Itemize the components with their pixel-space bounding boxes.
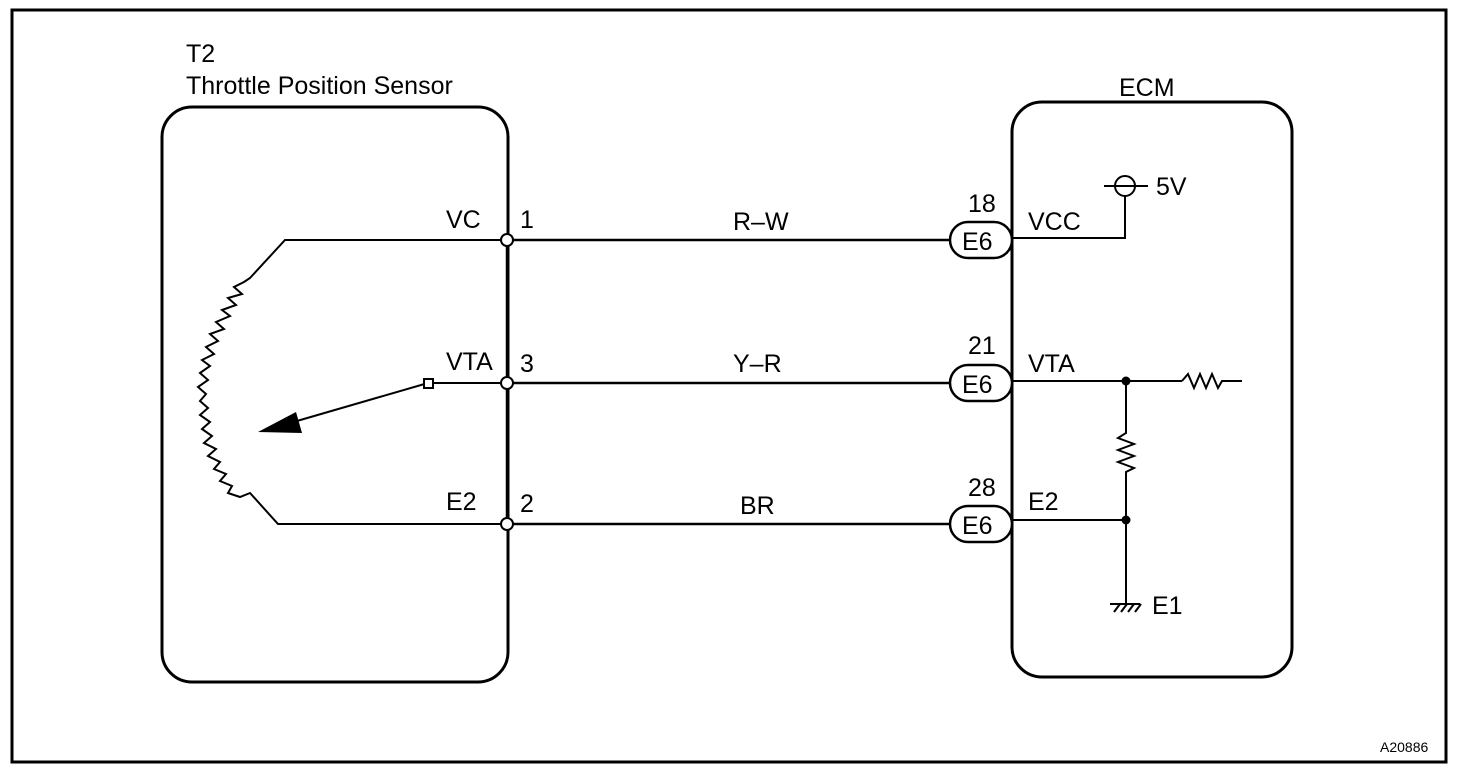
sensor-name: Throttle Position Sensor xyxy=(186,72,453,100)
ground-icon xyxy=(1110,603,1142,613)
connector-e6-e2: E6 xyxy=(948,504,1014,544)
ecm-body xyxy=(1010,100,1294,679)
connector-e6-vcc: E6 xyxy=(948,220,1014,260)
svg-text:E6: E6 xyxy=(962,228,993,256)
ecm-pin-number-21: 21 xyxy=(968,332,996,360)
sensor-terminal-2 xyxy=(500,517,514,531)
sensor-pin-number-3: 3 xyxy=(520,350,534,378)
ecm-pin-number-28: 28 xyxy=(968,474,996,502)
ecm-pin-label-vta: VTA xyxy=(1028,350,1075,378)
ecm-title: ECM xyxy=(1119,74,1175,102)
ground-label: E1 xyxy=(1152,592,1183,620)
sensor-terminal-3 xyxy=(500,376,514,390)
sensor-pin-label-vc: VC xyxy=(446,206,481,234)
connector-e6-vta: E6 xyxy=(948,363,1014,403)
svg-text:E6: E6 xyxy=(962,512,993,540)
sensor-code: T2 xyxy=(186,40,215,68)
supply-voltage: 5V xyxy=(1156,173,1187,201)
ecm-pulldown-resistor xyxy=(1115,381,1137,520)
ecm-pin-number-18: 18 xyxy=(968,190,996,218)
ecm-pin-label-vcc: VCC xyxy=(1028,208,1081,236)
ecm-vcc-line xyxy=(1012,186,1126,239)
sensor-pin-label-e2: E2 xyxy=(446,488,477,516)
ecm-pin-label-e2: E2 xyxy=(1028,488,1059,516)
potentiometer-resistor xyxy=(196,239,507,525)
sensor-terminal-1 xyxy=(500,233,514,247)
potentiometer-wiper xyxy=(289,382,429,424)
sensor-pin-number-1: 1 xyxy=(520,206,534,234)
sensor-body xyxy=(160,105,510,684)
wire-color-rw: R–W xyxy=(733,208,789,236)
wire-color-br: BR xyxy=(740,492,775,520)
wiper-arrow-icon xyxy=(258,412,302,433)
sensor-pin-label-vta: VTA xyxy=(446,348,493,376)
ecm-vta-resistor xyxy=(1181,371,1242,391)
svg-text:E6: E6 xyxy=(962,371,993,399)
wire-color-yr: Y–R xyxy=(733,350,782,378)
diagram-frame xyxy=(10,8,1448,764)
figure-id: A20886 xyxy=(1380,739,1428,755)
wiper-terminal xyxy=(423,378,434,389)
sensor-pin-number-2: 2 xyxy=(520,490,534,518)
